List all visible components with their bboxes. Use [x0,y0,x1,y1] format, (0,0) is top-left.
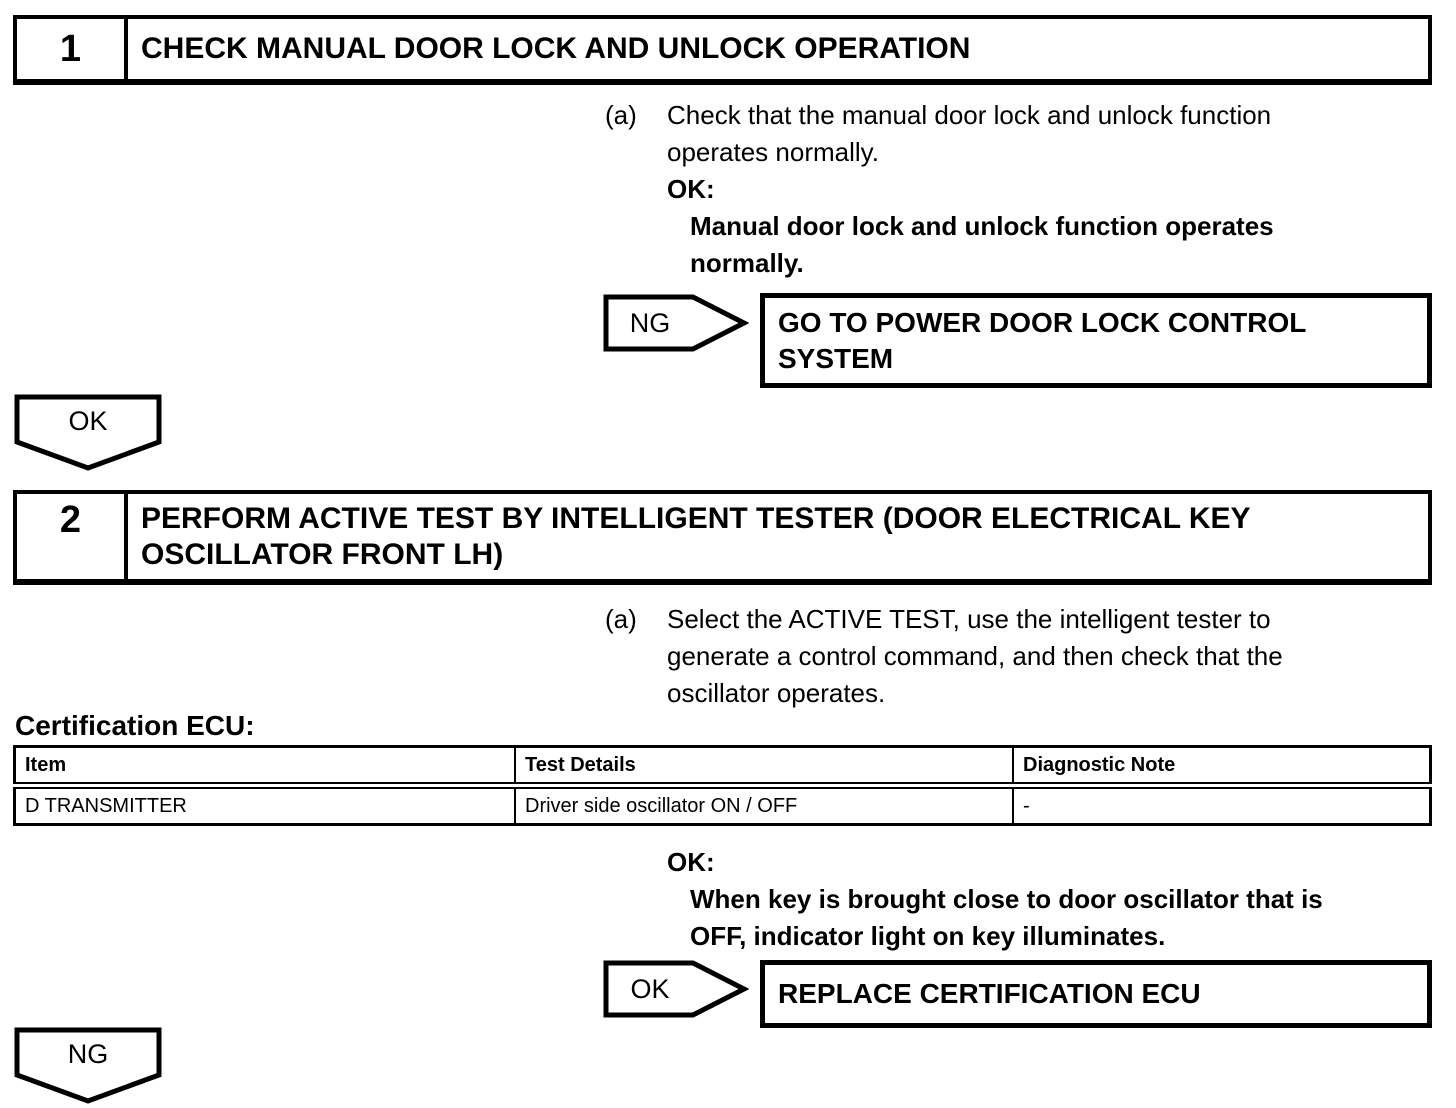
instruction-text: Select the ACTIVE TEST, use the intellig… [667,604,1271,634]
ok-criteria-heading: OK: [667,847,715,877]
instruction-line: (a) Select the ACTIVE TEST, use the intel… [605,601,1283,638]
instruction-line: oscillator operates. [667,678,886,708]
instruction-line: operates normally. [667,137,879,167]
step1-ng-action-box: GO TO POWER DOOR LOCK CONTROL SYSTEM [760,293,1432,388]
table-header-row: Item Test Details Diagnostic Note [13,745,1432,789]
active-test-table: Item Test Details Diagnostic Note D TRAN… [13,745,1432,826]
step2-title-line: PERFORM ACTIVE TEST BY INTELLIGENT TESTE… [141,502,1251,535]
step2-number: 2 [17,494,128,579]
substep-label: (a) [605,100,637,130]
ok-criteria-line: When key is brought close to door oscill… [690,884,1323,914]
ng-branch-label: NG [630,308,671,338]
instruction-text: Check that the manual door lock and unlo… [667,100,1272,130]
ng-action-line: GO TO POWER DOOR LOCK CONTROL [778,306,1307,338]
ng-action-line: SYSTEM [778,342,894,374]
cell-item: D TRANSMITTER [13,784,516,826]
step1-title: CHECK MANUAL DOOR LOCK AND UNLOCK OPERAT… [141,32,971,65]
instruction-line: generate a control command, and then che… [667,641,1283,671]
step2-instruction: (a) Select the ACTIVE TEST, use the intel… [605,601,1283,712]
ok-criteria-line: OFF, indicator light on key illuminates. [690,921,1166,951]
step2-header-box: 2 PERFORM ACTIVE TEST BY INTELLIGENT TES… [13,490,1432,585]
cell-test-details: Driver side oscillator ON / OFF [514,784,1014,826]
step1-number: 1 [17,19,128,79]
instruction-line: (a) Check that the manual door lock and u… [605,97,1274,134]
step2-ok-criteria: OK: When key is brought close to door os… [605,844,1323,955]
substep-label: (a) [605,604,637,634]
column-header-test-details: Test Details [514,745,1014,789]
ok-action-line: REPLACE CERTIFICATION ECU [778,978,1201,1009]
step2-title: PERFORM ACTIVE TEST BY INTELLIGENT TESTE… [128,494,1428,579]
ok-criteria-line: normally. [690,248,804,278]
column-header-item: Item [13,745,516,789]
ok-criteria-line: Manual door lock and unlock function ope… [690,211,1274,241]
ng-continue-arrow-icon: NG [14,1027,162,1104]
ok-criteria-heading: OK: [667,174,715,204]
step1-instruction: (a) Check that the manual door lock and u… [605,97,1274,282]
column-header-diagnostic-note: Diagnostic Note [1012,745,1432,789]
ng-branch-arrow-icon: NG [603,294,749,352]
step2-ok-action-box: REPLACE CERTIFICATION ECU [760,960,1432,1028]
ok-branch-label: OK [630,974,669,1004]
table-row: D TRANSMITTER Driver side oscillator ON … [13,784,1432,826]
ng-continue-label: NG [68,1039,109,1069]
ok-continue-label: OK [68,406,107,436]
ok-continue-arrow-icon: OK [14,394,162,471]
ok-branch-arrow-icon: OK [603,960,749,1018]
step2-title-line: OSCILLATOR FRONT LH) [141,538,504,571]
step1-header-box: 1 CHECK MANUAL DOOR LOCK AND UNLOCK OPER… [13,15,1432,85]
table-heading: Certification ECU: [15,710,255,741]
cell-diagnostic-note: - [1012,784,1432,826]
